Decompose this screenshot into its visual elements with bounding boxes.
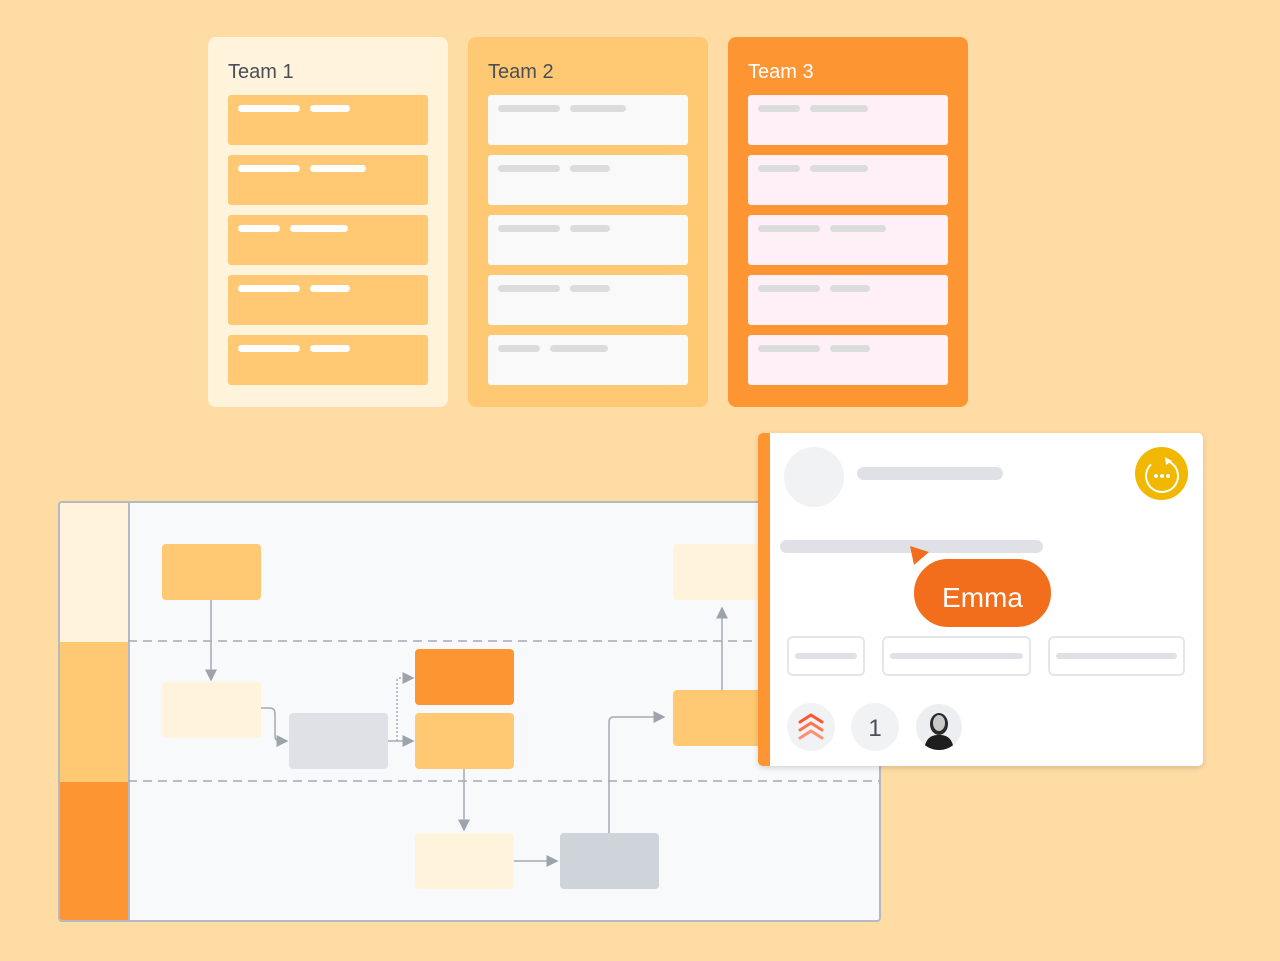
- flow-step[interactable]: [673, 690, 772, 746]
- text-placeholder: [238, 105, 300, 112]
- board-card[interactable]: [488, 155, 688, 205]
- field-chip[interactable]: [882, 636, 1031, 676]
- flow-step[interactable]: [415, 833, 514, 889]
- text-placeholder: [758, 165, 800, 172]
- board-card[interactable]: [488, 95, 688, 145]
- text-placeholder: [238, 285, 300, 292]
- flow-step[interactable]: [162, 544, 261, 600]
- flow-step[interactable]: [415, 713, 514, 769]
- lane-header-3: [60, 782, 128, 920]
- text-placeholder: [310, 345, 350, 352]
- field-chip[interactable]: [787, 636, 865, 676]
- text-placeholder: [498, 165, 560, 172]
- column-title: Team 2: [488, 61, 554, 83]
- lane-header-1: [60, 503, 128, 642]
- text-placeholder: [498, 105, 560, 112]
- title-placeholder: [857, 467, 1003, 480]
- board-card[interactable]: [228, 275, 428, 325]
- flow-step[interactable]: [289, 713, 388, 769]
- cursor-pointer-icon: [910, 546, 929, 565]
- avatar-placeholder: [784, 447, 844, 507]
- text-placeholder: [758, 225, 820, 232]
- text-placeholder: [498, 225, 560, 232]
- text-placeholder: [290, 225, 348, 232]
- text-placeholder: [758, 345, 820, 352]
- text-placeholder: [238, 165, 300, 172]
- board-card[interactable]: [748, 95, 948, 145]
- text-placeholder: [810, 165, 868, 172]
- text-placeholder: [310, 165, 366, 172]
- board-card[interactable]: [488, 215, 688, 265]
- collaborator-cursor-label: Emma: [912, 557, 1053, 629]
- board-column: Team 2: [468, 37, 708, 407]
- text-placeholder: [310, 105, 350, 112]
- board-card[interactable]: [228, 95, 428, 145]
- board-column: Team 1: [208, 37, 448, 407]
- count-badge: 1: [851, 703, 899, 751]
- board-card[interactable]: [748, 275, 948, 325]
- board-card[interactable]: [488, 275, 688, 325]
- column-title: Team 1: [228, 61, 294, 83]
- text-placeholder: [570, 105, 626, 112]
- text-placeholder: [758, 285, 820, 292]
- card-accent: [758, 433, 770, 766]
- board-card[interactable]: [748, 335, 948, 385]
- sync-comment-icon[interactable]: [1135, 447, 1188, 500]
- text-placeholder: [830, 345, 870, 352]
- text-placeholder: [810, 105, 868, 112]
- board-column: Team 3: [728, 37, 968, 407]
- text-placeholder: [238, 225, 280, 232]
- text-placeholder: [498, 345, 540, 352]
- board-card[interactable]: [748, 215, 948, 265]
- board-card[interactable]: [228, 335, 428, 385]
- flow-step[interactable]: [415, 649, 514, 705]
- text-placeholder: [570, 285, 610, 292]
- assignee-avatar[interactable]: [916, 704, 962, 750]
- text-placeholder: [570, 165, 610, 172]
- text-placeholder: [498, 285, 560, 292]
- board-card[interactable]: [488, 335, 688, 385]
- board-card[interactable]: [228, 215, 428, 265]
- flow-step[interactable]: [560, 833, 659, 889]
- lane-divider: [128, 503, 130, 920]
- column-title: Team 3: [748, 61, 814, 83]
- flow-step[interactable]: [673, 544, 772, 600]
- text-placeholder: [830, 225, 886, 232]
- text-placeholder: [570, 225, 610, 232]
- text-placeholder: [830, 285, 870, 292]
- text-placeholder: [238, 345, 300, 352]
- board-card[interactable]: [748, 155, 948, 205]
- priority-highest-icon[interactable]: [787, 703, 835, 751]
- text-placeholder: [758, 105, 800, 112]
- board-card[interactable]: [228, 155, 428, 205]
- flow-step[interactable]: [162, 682, 261, 738]
- text-placeholder: [550, 345, 608, 352]
- lane-header-2: [60, 642, 128, 782]
- field-chip[interactable]: [1048, 636, 1185, 676]
- text-placeholder: [310, 285, 350, 292]
